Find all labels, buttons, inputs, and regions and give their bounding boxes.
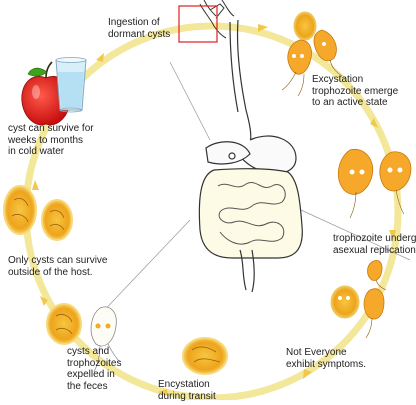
label-excystation: Excystation trophozoite emerge to an act… [312,74,399,108]
label-encystation: Encystation during transit [158,379,216,402]
expelled-cysts-trophozoites [46,303,121,373]
arrow-icon [96,53,104,62]
encystation-cyst [182,337,228,375]
label-survive-outside: Only cysts can survive outside of the ho… [8,255,108,278]
arrow-icon [258,24,268,32]
label-expelled: cysts and trophozoites expelled in the f… [67,346,122,392]
highlight-box [178,5,218,43]
cyst-icon [41,199,73,241]
hand-drinking-icon [199,0,235,39]
label-replication: trophozoite undergo asexual replication [333,233,416,256]
excystation-trophozoites [281,11,343,97]
symptoms-trophozoites [330,260,387,339]
cyst-icon [46,303,82,345]
trophozoite-icon [363,288,385,320]
trophozoite-icon [337,148,374,195]
survival-cysts [3,185,73,241]
replication-trophozoites [337,148,412,219]
trophozoite-icon [367,260,383,281]
connector-lines [94,61,411,321]
arrow-icon [158,389,168,396]
label-cold-water: cyst can survive for weeks to months in … [8,123,94,157]
arrow-icon [370,118,378,128]
cyst-icon [182,337,228,375]
cycle-arrows [32,24,396,396]
trophozoite-icon [90,306,117,347]
arrow-icon [389,230,396,240]
water-glass-icon [55,57,87,113]
label-ingestion: Ingestion of dormant cysts [108,17,171,40]
digestive-tract-icon [198,19,303,293]
cyst-icon [3,185,37,235]
label-symptoms: Not Everyone exhibit symptoms. [286,347,367,370]
trophozoite-icon [287,39,312,75]
trophozoite-icon [379,151,412,192]
arrow-icon [32,180,39,190]
arrow-icon [303,369,312,379]
arrow-icon [40,296,48,306]
